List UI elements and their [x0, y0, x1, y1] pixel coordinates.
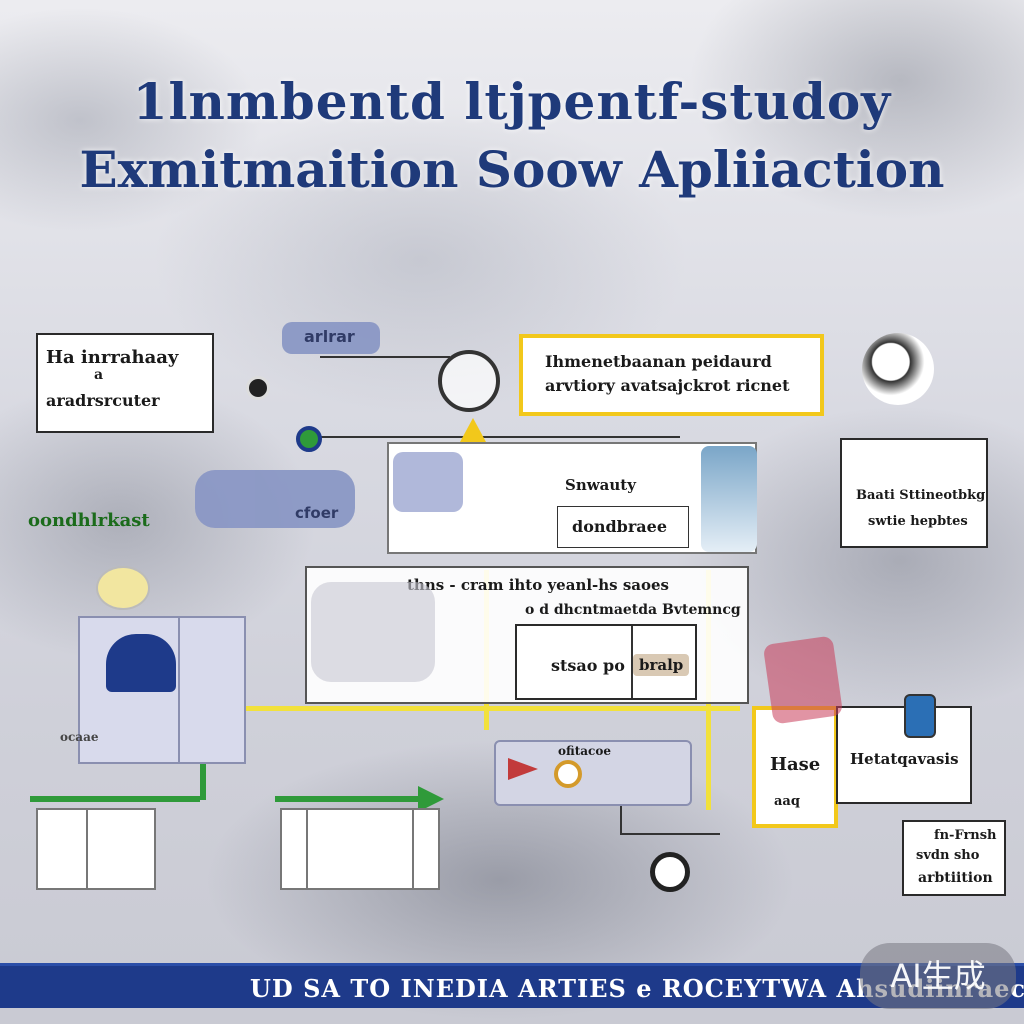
box-right-lower-left: Hase aaq	[752, 706, 838, 828]
bottom-center-label: ofitacoe	[558, 744, 611, 758]
chip-mid	[393, 452, 463, 512]
arrow-right-icon	[418, 786, 444, 812]
panel-left-divider	[178, 618, 180, 764]
box-mid-center-label2: dondbraee	[572, 517, 668, 536]
title-line-1: 1lnmbentd ltjpentf-studoy	[132, 72, 892, 131]
panel-center-row-line1: thns - cram ihto yeanl-hs saoes	[407, 576, 670, 594]
left-label: oondhlrkast	[28, 510, 150, 531]
right-lower-label2: aaq	[774, 794, 800, 809]
flow-line-green	[275, 796, 425, 802]
person-yellow-icon	[96, 566, 150, 610]
chip-left: cfoer	[195, 470, 355, 528]
box-mid-center: Snwauty dondbraee	[387, 442, 757, 554]
flow-line-green	[30, 796, 200, 802]
box-mid-right-line1: Baati Sttineotbkg	[856, 488, 986, 503]
right-lower-label1: Hase	[770, 754, 821, 775]
box-mid-right-line2: swtie hepbtes	[868, 514, 968, 529]
box-top-center-line2: arvtiory avatsajckrot ricnet	[545, 376, 790, 395]
search-icon	[438, 350, 500, 412]
panel-center-inner: stsao po bralp	[515, 624, 697, 700]
box-top-center-line1: Ihmenetbaanan peidaurd	[545, 352, 772, 371]
rose-icon	[762, 635, 844, 725]
box-bottom-right-line2: svdn sho	[916, 848, 980, 863]
panel-center-inner-divider	[631, 626, 633, 698]
box-bottom-right-line3: arbtiition	[918, 870, 993, 886]
flow-line-yellow	[90, 706, 740, 711]
node-dot-green	[296, 426, 322, 452]
dog-icon	[862, 333, 934, 405]
connector-line	[620, 833, 720, 835]
ring-icon	[554, 760, 582, 788]
person-icon	[701, 446, 757, 552]
table-bottom-left-divider	[86, 810, 88, 890]
panel-left-avatar	[106, 634, 176, 692]
map-sketch	[311, 582, 435, 682]
box-bottom-right: fn-Frnsh svdn sho arbtiition	[902, 820, 1006, 896]
chip-top-label: arlrar	[304, 327, 355, 346]
arrow-up-icon	[460, 418, 486, 442]
small-caption: ocaae	[60, 730, 99, 744]
box-bottom-right-line1: fn-Frnsh	[934, 828, 997, 843]
box-top-left-line2: a	[94, 367, 104, 383]
box-top-left-line1: Ha inrrahaay	[46, 347, 179, 368]
chip-top: arlrar	[282, 322, 380, 354]
box-right-lower: Hetatqavasis	[836, 706, 972, 804]
table-bottom-mid-divider	[306, 810, 308, 890]
box-mid-center-subbox: dondbraee	[557, 506, 689, 548]
panel-center-row-line2: o d dhcntmaetda Bvtemncg	[525, 602, 741, 618]
box-mid-right: Baati Sttineotbkg swtie hepbtes	[840, 438, 988, 548]
right-lower-label3: Hetatqavasis	[850, 750, 959, 768]
chip-left-label: cfoer	[295, 504, 339, 522]
ai-generated-watermark: AI生成	[860, 943, 1016, 1009]
node-circle	[650, 852, 690, 892]
node-dot	[246, 376, 270, 400]
table-bottom-mid	[280, 808, 440, 890]
panel-center-inner-pill: bralp	[633, 654, 690, 676]
table-bottom-mid-divider	[412, 810, 414, 890]
panel-left	[78, 616, 246, 764]
connector-line	[320, 356, 450, 358]
panel-bottom-center: ofitacoe	[494, 740, 692, 806]
box-top-left: Ha inrrahaay a aradrsrcuter	[36, 333, 214, 433]
connector-line	[620, 780, 622, 835]
battery-icon	[904, 694, 936, 738]
box-mid-center-label1: Snwauty	[565, 476, 636, 494]
panel-center-inner-label: stsao po	[551, 656, 625, 675]
title-line-2: Exmitmaition Soow Apliiaction	[79, 140, 945, 199]
box-top-left-line3: aradrsrcuter	[46, 391, 160, 410]
box-top-center: Ihmenetbaanan peidaurd arvtiory avatsajc…	[519, 334, 824, 416]
connector-line	[320, 436, 680, 438]
table-bottom-left	[36, 808, 156, 890]
flag-icon	[508, 758, 538, 780]
